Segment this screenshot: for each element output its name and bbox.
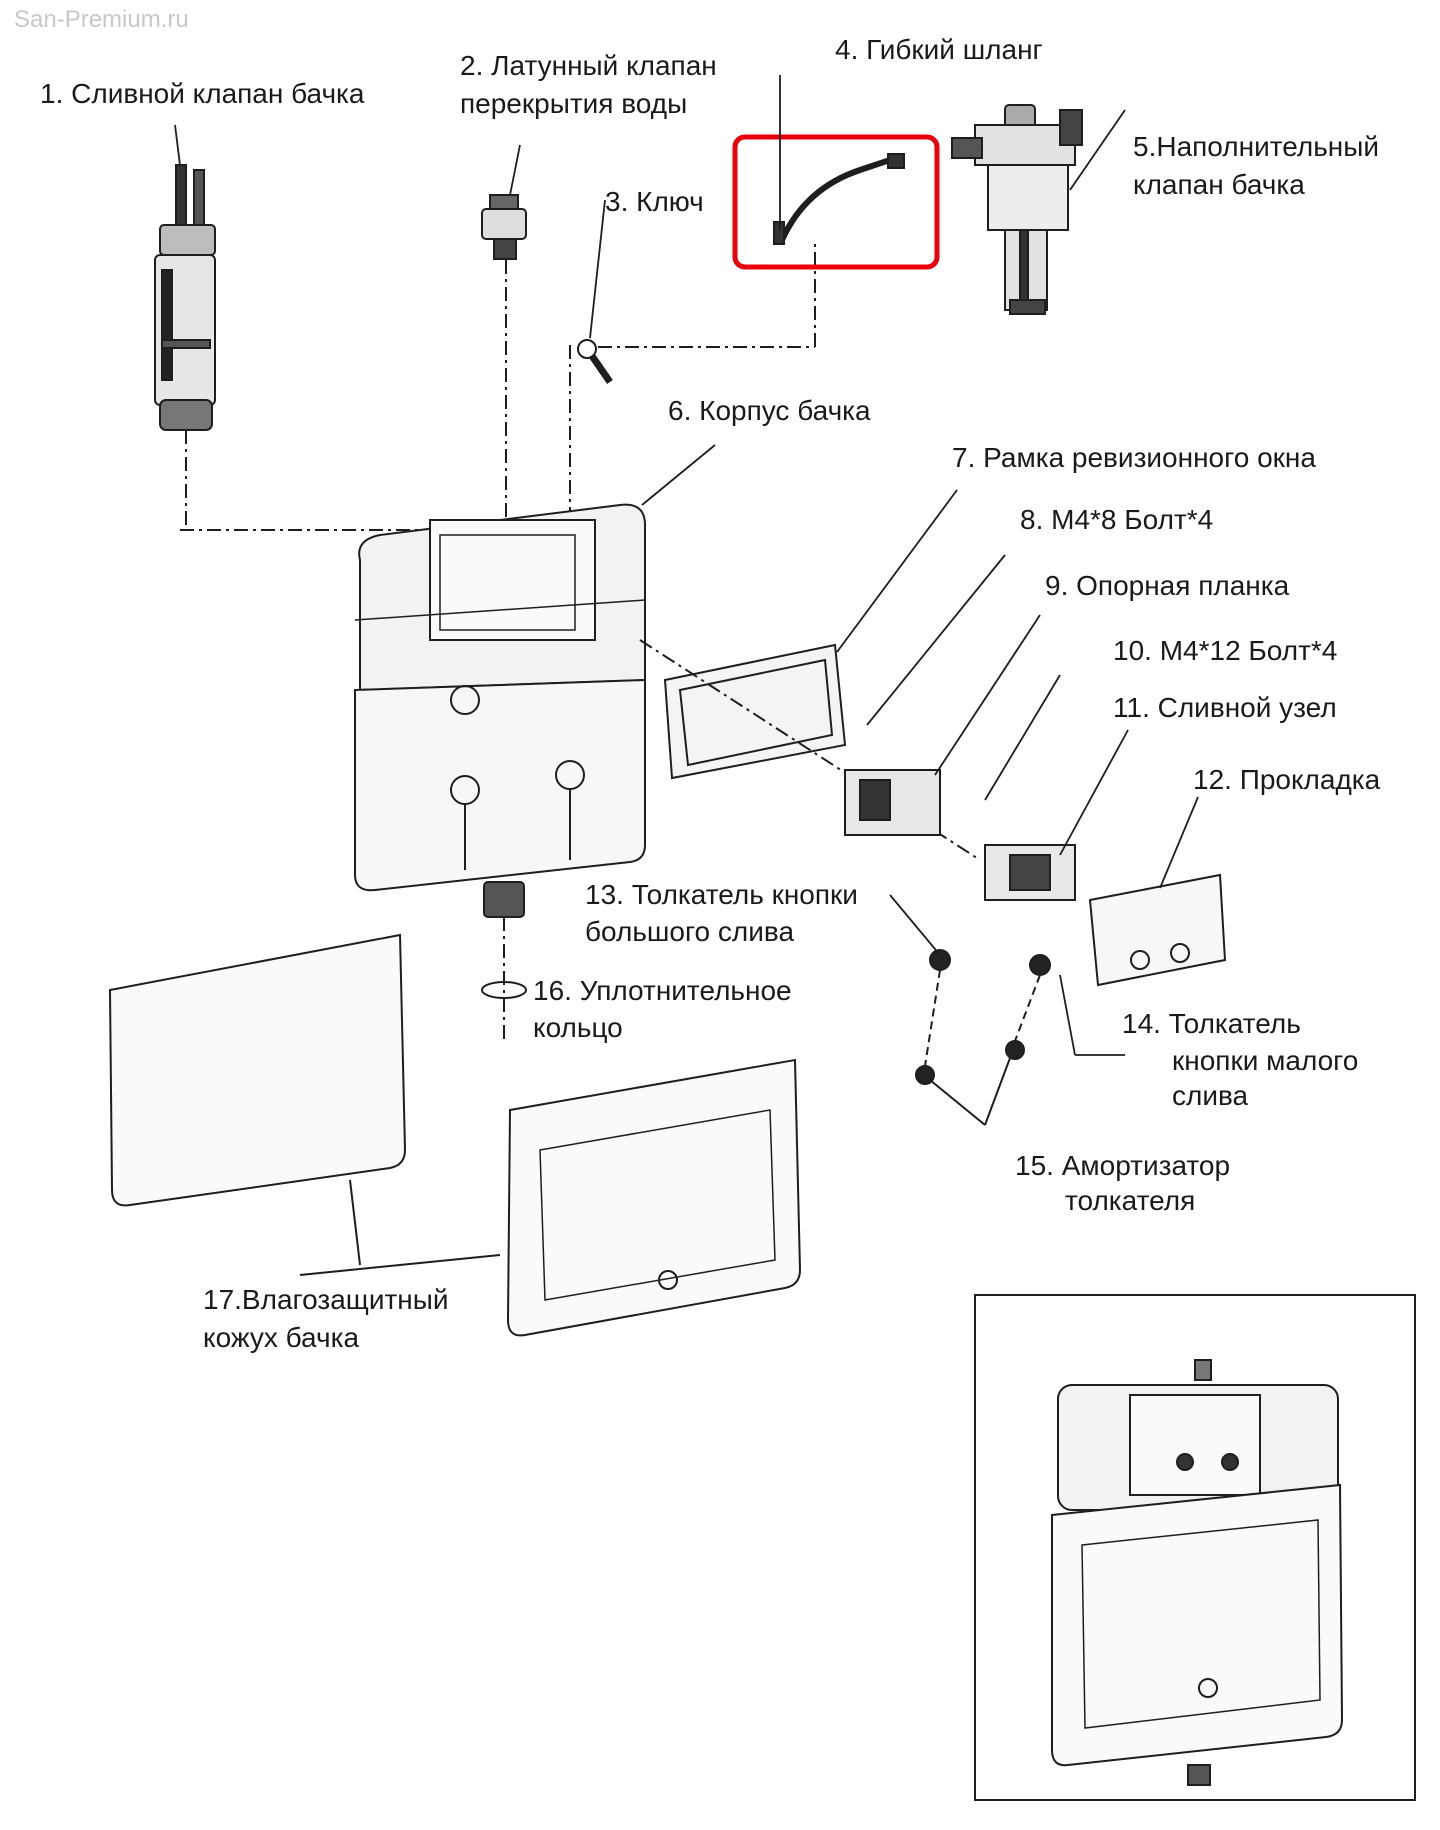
label-gasket: 12. Прокладка <box>1193 764 1381 795</box>
label-tank-body: 6. Корпус бачка <box>668 395 871 426</box>
label-support-plate: 9. Опорная планка <box>1045 570 1290 601</box>
flush-valve-part <box>154 164 216 530</box>
label-drain-unit: 11. Сливной узел <box>1113 692 1337 723</box>
label-o-ring-line1: 16. Уплотнительное <box>533 975 792 1006</box>
o-ring-part <box>481 981 527 999</box>
label-key: 3. Ключ <box>605 186 704 217</box>
label-brass-valve-line1: 2. Латунный клапан <box>460 50 717 81</box>
moisture-cover-part <box>108 933 802 1337</box>
label-big-flush-pusher-line1: 13. Толкатель кнопки <box>585 879 858 910</box>
tank-body-part <box>180 503 646 1040</box>
pushers-part <box>915 949 1051 1126</box>
hose-highlight-box <box>732 134 940 270</box>
label-small-flush-pusher-line3: слива <box>1172 1080 1249 1111</box>
key-part <box>569 240 816 520</box>
label-fill-valve-line2: клапан бачка <box>1133 169 1305 200</box>
label-brass-valve-line2: перекрытия воды <box>460 88 688 119</box>
label-o-ring-line2: кольцо <box>533 1012 623 1043</box>
label-revision-frame: 7. Рамка ревизионного окна <box>952 442 1316 473</box>
assembled-tank-preview <box>1051 1359 1344 1786</box>
label-flexible-hose: 4. Гибкий шланг <box>835 34 1043 65</box>
label-bolt-m4x12: 10. М4*12 Болт*4 <box>1113 635 1338 666</box>
label-small-flush-pusher-line1: 14. Толкатель <box>1122 1008 1301 1039</box>
label-moisture-cover-line1: 17.Влагозащитный <box>203 1284 449 1315</box>
label-flush-valve: 1. Сливной клапан бачка <box>40 78 365 109</box>
flexible-hose-part <box>773 153 905 245</box>
leader-lines <box>174 75 1199 1056</box>
gasket-part <box>1088 873 1227 987</box>
label-big-flush-pusher-line2: большого слива <box>585 916 795 947</box>
label-small-flush-pusher-line2: кнопки малого <box>1172 1045 1359 1076</box>
label-bolt-m4x8: 8. М4*8 Болт*4 <box>1020 504 1214 535</box>
label-pusher-damper-line2: толкателя <box>1065 1185 1196 1216</box>
assembled-preview-frame <box>974 1294 1416 1801</box>
brass-valve-part <box>481 194 527 520</box>
label-pusher-damper-line1: 15. Амортизатор <box>1015 1150 1231 1181</box>
revision-frame-part <box>639 639 981 861</box>
watermark: San-Premium.ru <box>14 6 189 33</box>
label-moisture-cover-line2: кожух бачка <box>203 1322 360 1353</box>
support-plate-part <box>844 769 941 836</box>
label-fill-valve-line1: 5.Наполнительный <box>1133 131 1380 162</box>
fill-valve-part <box>951 104 1083 315</box>
